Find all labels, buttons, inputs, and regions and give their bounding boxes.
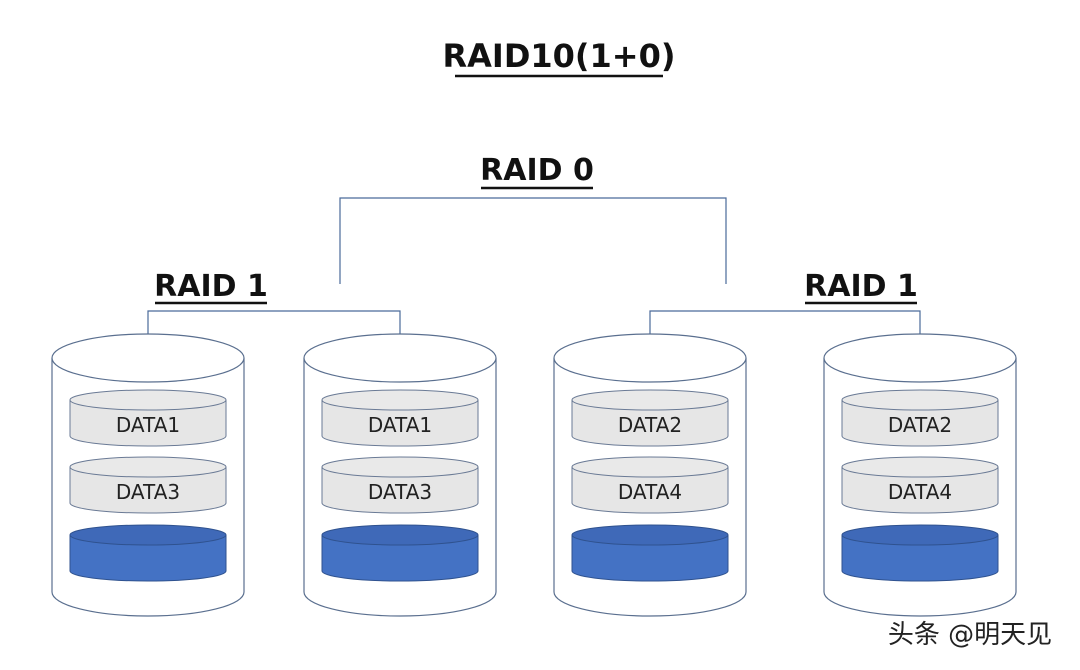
raid1-right-label: RAID 1	[804, 269, 918, 304]
disk-top	[303, 333, 497, 383]
data-block-label: DATA3	[368, 480, 432, 504]
data-block-layer: DATA4	[841, 456, 999, 514]
data-block-label: DATA1	[116, 413, 180, 437]
data-block-layer: DATA4	[571, 456, 729, 514]
data-block-label: DATA2	[618, 413, 682, 437]
raid1-left-connector	[147, 310, 401, 335]
diagram-title: RAID10(1+0)	[443, 37, 676, 75]
disk-top	[553, 333, 747, 383]
raid0-connector	[339, 197, 727, 284]
raid1-right-connector	[649, 310, 921, 335]
raid1-left-label: RAID 1	[154, 269, 268, 304]
data-block-label: DATA3	[116, 480, 180, 504]
data-block-layer: DATA2	[841, 389, 999, 447]
empty-disk-layer	[841, 524, 999, 582]
empty-disk-layer	[69, 524, 227, 582]
data-block-layer: DATA2	[571, 389, 729, 447]
data-block-layer: DATA3	[321, 456, 479, 514]
data-block-label: DATA1	[368, 413, 432, 437]
empty-disk-layer	[321, 524, 479, 582]
empty-disk-layer	[571, 524, 729, 582]
data-block-layer: DATA3	[69, 456, 227, 514]
data-block-label: DATA4	[888, 480, 952, 504]
data-block-label: DATA2	[888, 413, 952, 437]
data-block-layer: DATA1	[69, 389, 227, 447]
watermark: 头条 @明天见	[888, 620, 1052, 650]
data-block-layer: DATA1	[321, 389, 479, 447]
disk-top	[51, 333, 245, 383]
data-block-label: DATA4	[618, 480, 682, 504]
disk-top	[823, 333, 1017, 383]
raid0-label: RAID 0	[480, 153, 594, 188]
